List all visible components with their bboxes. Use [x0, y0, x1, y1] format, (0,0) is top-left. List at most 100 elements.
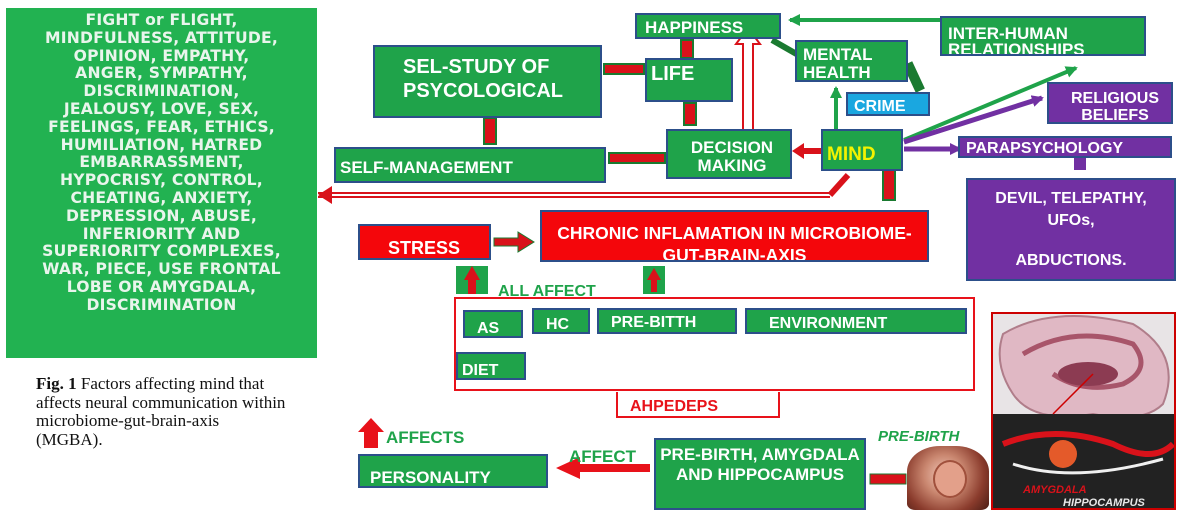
node-self-study: SEL-STUDY OF PSYCOLOGICAL — [373, 45, 602, 118]
node-self-management: SELF-MANAGEMENT — [334, 147, 606, 183]
factor-line: EMBARRASSMENT, — [79, 153, 244, 172]
factor-line: CHEATING, ANXIETY, — [70, 188, 253, 207]
factor-hc: HC — [532, 308, 590, 334]
node-life-label: LIFE — [651, 63, 695, 85]
node-stress-label: STRESS — [388, 238, 461, 258]
label-affects: AFFECTS — [386, 428, 465, 447]
mental-crime-arrow — [903, 61, 925, 93]
node-mental-health-label: MENTAL HEALTH — [803, 45, 873, 82]
factor-pre-bitth: PRE-BITTH — [597, 308, 737, 334]
factor-environment-label: ENVIRONMENT — [769, 315, 888, 332]
mind-interhuman-arrow — [903, 66, 1078, 142]
factor-as: AS — [463, 310, 523, 338]
node-self-study-label: SEL-STUDY OF PSYCOLOGICAL — [403, 56, 564, 102]
node-mental-health: MENTAL HEALTH — [795, 40, 908, 82]
allaffect-chronic-arrow — [643, 266, 665, 294]
factor-pre-bitth-label: PRE-BITTH — [611, 314, 697, 331]
brain-drawing — [993, 315, 1174, 508]
node-inter-human-relationships: INTER-HUMAN RELATIONSHIPS — [940, 16, 1146, 56]
node-chronic-inflamation: CHRONIC INFLAMATION IN MICROBIOME-GUT-BR… — [540, 210, 929, 262]
stress-chronic-arrow — [493, 231, 535, 253]
node-personality-label: PERSONALITY — [370, 468, 491, 487]
node-ahpedeps: AHPEDEPS — [616, 392, 780, 418]
factor-line: HUMILIATION, HATRED — [60, 135, 263, 154]
mind-religious-arrow — [903, 95, 1044, 145]
factor-line: DEPRESSION, ABUSE, — [66, 206, 257, 225]
embryo-image — [907, 446, 989, 510]
mind-chronic-arrow — [882, 169, 896, 201]
factor-line: WAR, PIECE, USE FRONTAL — [42, 260, 281, 279]
factor-line: HYPOCRISY, CONTROL, — [60, 171, 263, 190]
brain-fold — [1021, 333, 1144, 390]
mind-decision-arrow — [792, 143, 822, 159]
label-pre-birth: PRE-BIRTH — [878, 428, 960, 445]
brain-path — [1012, 457, 1164, 475]
factors-panel: FIGHT or FLIGHT, MINDFULNESS, ATTITUDE, … — [6, 8, 317, 358]
factors-frame — [454, 297, 975, 391]
factor-line: LOBE OR AMYGDALA, — [66, 277, 257, 296]
node-devil: DEVIL, TELEPATHY, UFOs, ABDUCTIONS. — [966, 178, 1176, 281]
node-life: LIFE — [645, 58, 733, 102]
factor-line: INFERIORITY AND — [82, 224, 241, 243]
factor-line: DISCRIMINATION, — [83, 82, 240, 101]
affect-personality-arrow — [556, 457, 650, 479]
selfstudy-selfmgmt-arrow — [483, 117, 497, 145]
node-happiness: HAPPINESS — [635, 13, 781, 39]
brain-illustration: AMYGDALA HIPPOCAMPUS — [991, 312, 1176, 510]
factor-line: MINDFULNESS, ATTITUDE, — [45, 28, 278, 47]
node-pre-birth-amygdala-label: PRE-BIRTH, AMYGDALA AND HIPPOCAMPUS — [660, 445, 860, 484]
label-affect: AFFECT — [569, 447, 637, 466]
factor-line: FEELINGS, FEAR, ETHICS, — [48, 117, 275, 136]
node-inter-human-label: INTER-HUMAN RELATIONSHIPS — [948, 24, 1085, 56]
factor-line: OPINION, EMPATHY, — [73, 46, 250, 65]
factor-diet-label: DIET — [462, 362, 499, 379]
node-decision-label: DECISION MAKING — [690, 138, 774, 175]
arrowhead — [318, 186, 332, 204]
happiness-life-arrow — [680, 39, 694, 59]
long-double-arrow — [318, 172, 851, 204]
factor-line: JEALOUSY, LOVE, SEX, — [63, 99, 260, 118]
amygdala-shape — [1049, 440, 1077, 468]
node-ahpedeps-label: AHPEDEPS — [630, 398, 719, 415]
factor-line: ANGER, SYMPATHY, — [75, 64, 248, 83]
life-decision-arrow — [683, 102, 697, 126]
node-religious-beliefs: RELIGIOUS BELIEFS — [1047, 82, 1173, 124]
node-decision-making: DECISION MAKING — [666, 129, 792, 179]
corpus-callosum — [1058, 362, 1118, 386]
node-crime: CRIME — [846, 92, 930, 116]
selfmgmt-decision-arrow — [608, 152, 666, 164]
factor-diet: DIET — [456, 352, 526, 380]
node-parapsychology-label: PARAPSYCHOLOGY — [966, 140, 1124, 157]
node-mind: MIND — [821, 129, 903, 171]
amygdala-label: AMYGDALA — [1023, 484, 1087, 496]
label-all-affect: ALL AFFECT — [498, 283, 596, 300]
node-mind-label: MIND — [827, 144, 876, 165]
node-crime-label: CRIME — [854, 98, 906, 115]
hippocampus-label: HIPPOCAMPUS — [1063, 497, 1145, 509]
node-pre-birth-amygdala: PRE-BIRTH, AMYGDALA AND HIPPOCAMPUS — [654, 438, 866, 510]
node-happiness-label: HAPPINESS — [645, 18, 744, 37]
node-abductions-label: ABDUCTIONS. — [1015, 252, 1127, 269]
figure-caption-text: Factors affecting mind that affects neur… — [36, 374, 286, 449]
figure-label: Fig. 1 — [36, 374, 77, 393]
node-self-management-label: SELF-MANAGEMENT — [340, 158, 513, 177]
factor-hc-label: HC — [546, 316, 570, 333]
node-stress: STRESS — [358, 224, 491, 260]
embryo-prebirth-arrow — [869, 473, 907, 485]
selfstudy-life-arrow — [603, 63, 645, 75]
brain-bottom-panel — [993, 414, 1174, 508]
node-religious-label: RELIGIOUS BELIEFS — [1070, 90, 1159, 124]
factor-line: DISCRIMINATION — [86, 295, 237, 314]
pointer-line — [1052, 373, 1094, 415]
figure-caption: Fig. 1 Factors affecting mind that affec… — [36, 374, 286, 449]
parapsychology-devil-arrow — [1074, 158, 1086, 170]
factor-environment: ENVIRONMENT — [745, 308, 967, 334]
embryo-icon — [933, 460, 967, 498]
factor-line: SUPERIORITY COMPLEXES, — [42, 242, 281, 261]
hippocampus-shape — [1001, 431, 1174, 457]
affects-up-arrow — [358, 418, 384, 448]
allaffect-stress-arrow — [456, 266, 488, 294]
factor-as-label: AS — [477, 320, 500, 337]
node-devil-label: DEVIL, TELEPATHY, UFOs, — [995, 190, 1147, 229]
